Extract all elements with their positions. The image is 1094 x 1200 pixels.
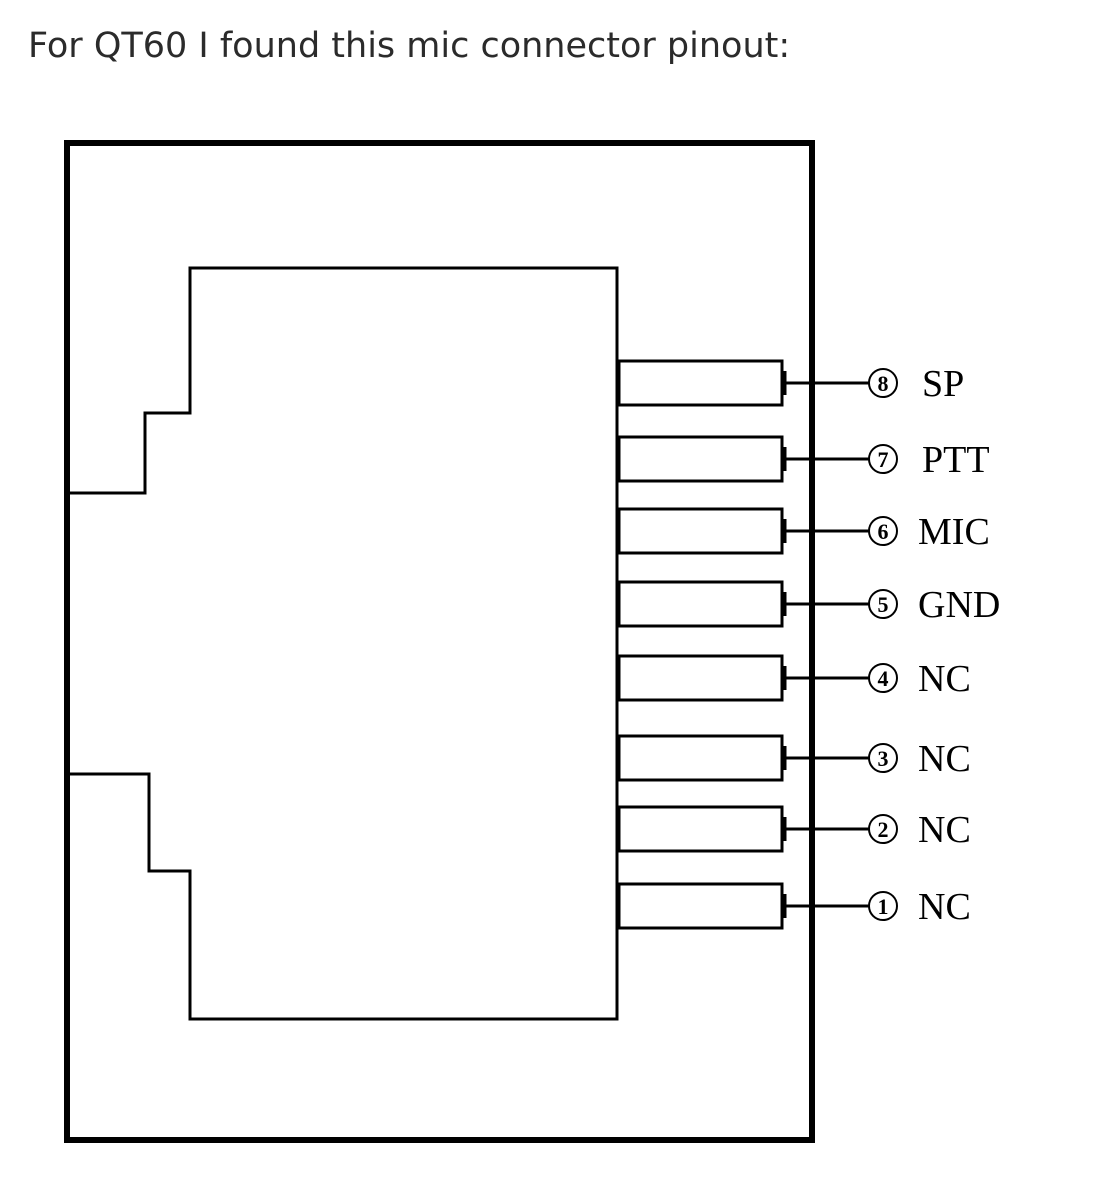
pin-2: 2 NC bbox=[617, 805, 971, 853]
pin-signal-label: GND bbox=[918, 584, 1000, 626]
pin-contact bbox=[617, 805, 784, 853]
pin-contact bbox=[617, 734, 784, 782]
pin-signal-label: SP bbox=[922, 363, 964, 405]
pin-signal-label: NC bbox=[918, 886, 971, 928]
pin-number-circle bbox=[868, 589, 898, 619]
connector-socket-outline bbox=[67, 266, 619, 1021]
pin-8: 8 SP bbox=[617, 359, 964, 407]
pin-signal-label: PTT bbox=[922, 439, 990, 481]
pin-1: 1 NC bbox=[617, 882, 971, 930]
pin-4: 4 NC bbox=[617, 654, 971, 702]
pin-signal-label: NC bbox=[918, 738, 971, 780]
pin-number-circle bbox=[868, 743, 898, 773]
pin-number-circle bbox=[868, 368, 898, 398]
pin-number-circle bbox=[868, 814, 898, 844]
pin-signal-label: NC bbox=[918, 809, 971, 851]
pin-6: 6 MIC bbox=[617, 507, 990, 555]
connector-housing bbox=[64, 140, 815, 1143]
pin-number: 4 bbox=[878, 666, 889, 691]
pin-number-circle bbox=[868, 444, 898, 474]
pin-contact bbox=[617, 580, 784, 628]
pin-number: 2 bbox=[878, 817, 889, 842]
pin-number: 3 bbox=[878, 746, 889, 771]
pin-number: 5 bbox=[878, 592, 889, 617]
pin-number: 1 bbox=[878, 894, 889, 919]
pin-contact bbox=[617, 507, 784, 555]
pin-number: 8 bbox=[878, 371, 889, 396]
pin-contact bbox=[617, 359, 784, 407]
pin-3: 3 NC bbox=[617, 734, 971, 782]
pin-7: 7 PTT bbox=[617, 435, 990, 483]
pin-number-circle bbox=[868, 891, 898, 921]
pin-signal-label: MIC bbox=[918, 511, 990, 553]
pin-signal-label: NC bbox=[918, 658, 971, 700]
pin-contact bbox=[617, 435, 784, 483]
pin-5: 5 GND bbox=[617, 580, 1000, 628]
pin-number-circle bbox=[868, 516, 898, 546]
post-caption: For QT60 I found this mic connector pino… bbox=[28, 26, 791, 66]
pin-number: 6 bbox=[878, 519, 889, 544]
pin-number-circle bbox=[868, 663, 898, 693]
pin-contact bbox=[617, 882, 784, 930]
pin-contact bbox=[617, 654, 784, 702]
pin-number: 7 bbox=[878, 447, 889, 472]
